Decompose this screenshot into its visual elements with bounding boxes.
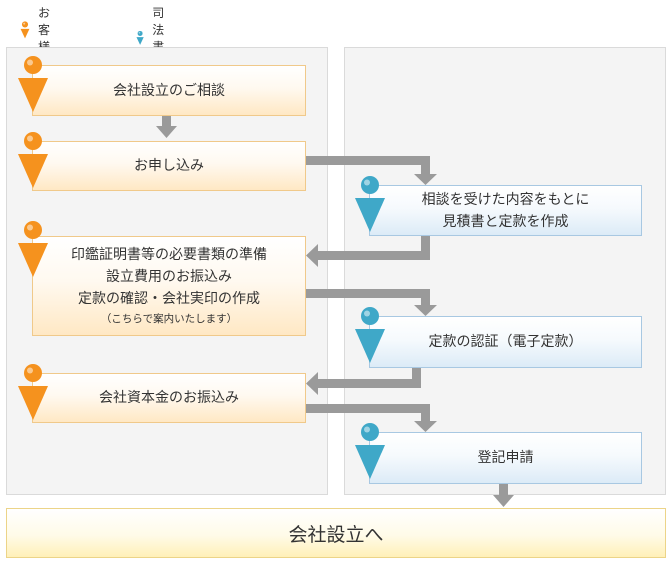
arrow-right-down-icon [306, 289, 437, 316]
step-estimate-drafting: 相談を受けた内容をもとに 見積書と定款を作成 [369, 185, 642, 236]
scrivener-person-icon [354, 176, 386, 234]
step-line: 定款の確認・会社実印の作成 [78, 291, 260, 307]
step-note: （こちらで案内いたします） [100, 313, 238, 325]
arrow-down-left-icon [306, 236, 430, 267]
client-person-icon [20, 20, 30, 38]
step-application: お申し込み [32, 141, 306, 191]
step-line: 会社資本金のお振込み [99, 390, 239, 406]
arrow-down-icon [493, 484, 514, 507]
step-registration-filing: 登記申請 [369, 432, 642, 484]
step-line: 会社設立のご相談 [113, 82, 225, 99]
step-line: 定款の認証（電子定款） [428, 334, 583, 350]
scrivener-lane [344, 47, 666, 495]
step-document-preparation: 印鑑証明書等の必要書類の準備 設立費用のお振込み 定款の確認・会社実印の作成 （… [32, 236, 306, 336]
step-consultation: 会社設立のご相談 [32, 65, 306, 116]
arrow-right-down-icon [306, 156, 437, 185]
scrivener-person-icon [354, 423, 386, 481]
step-articles-certification: 定款の認証（電子定款） [369, 316, 642, 368]
step-line: 相談を受けた内容をもとに [421, 191, 590, 208]
step-line: 登記申請 [477, 450, 534, 466]
step-line: 見積書と定款を作成 [442, 213, 569, 230]
step-line: 設立費用のお振込み [106, 269, 232, 285]
client-person-icon [17, 56, 49, 114]
step-line: 印鑑証明書等の必要書類の準備 [71, 247, 267, 263]
arrow-down-icon [156, 116, 177, 138]
client-person-icon [17, 132, 49, 190]
step-line: お申し込み [134, 158, 204, 174]
client-person-icon [17, 221, 49, 279]
final-step-company-establishment: 会社設立へ [6, 508, 666, 558]
scrivener-person-icon [354, 307, 386, 365]
scrivener-person-icon [136, 30, 144, 45]
arrow-right-down-icon [306, 404, 437, 432]
final-label: 会社設立へ [288, 523, 384, 546]
client-person-icon [17, 364, 49, 422]
step-capital-payment: 会社資本金のお振込み [32, 373, 306, 423]
arrow-down-left-icon [306, 368, 421, 395]
